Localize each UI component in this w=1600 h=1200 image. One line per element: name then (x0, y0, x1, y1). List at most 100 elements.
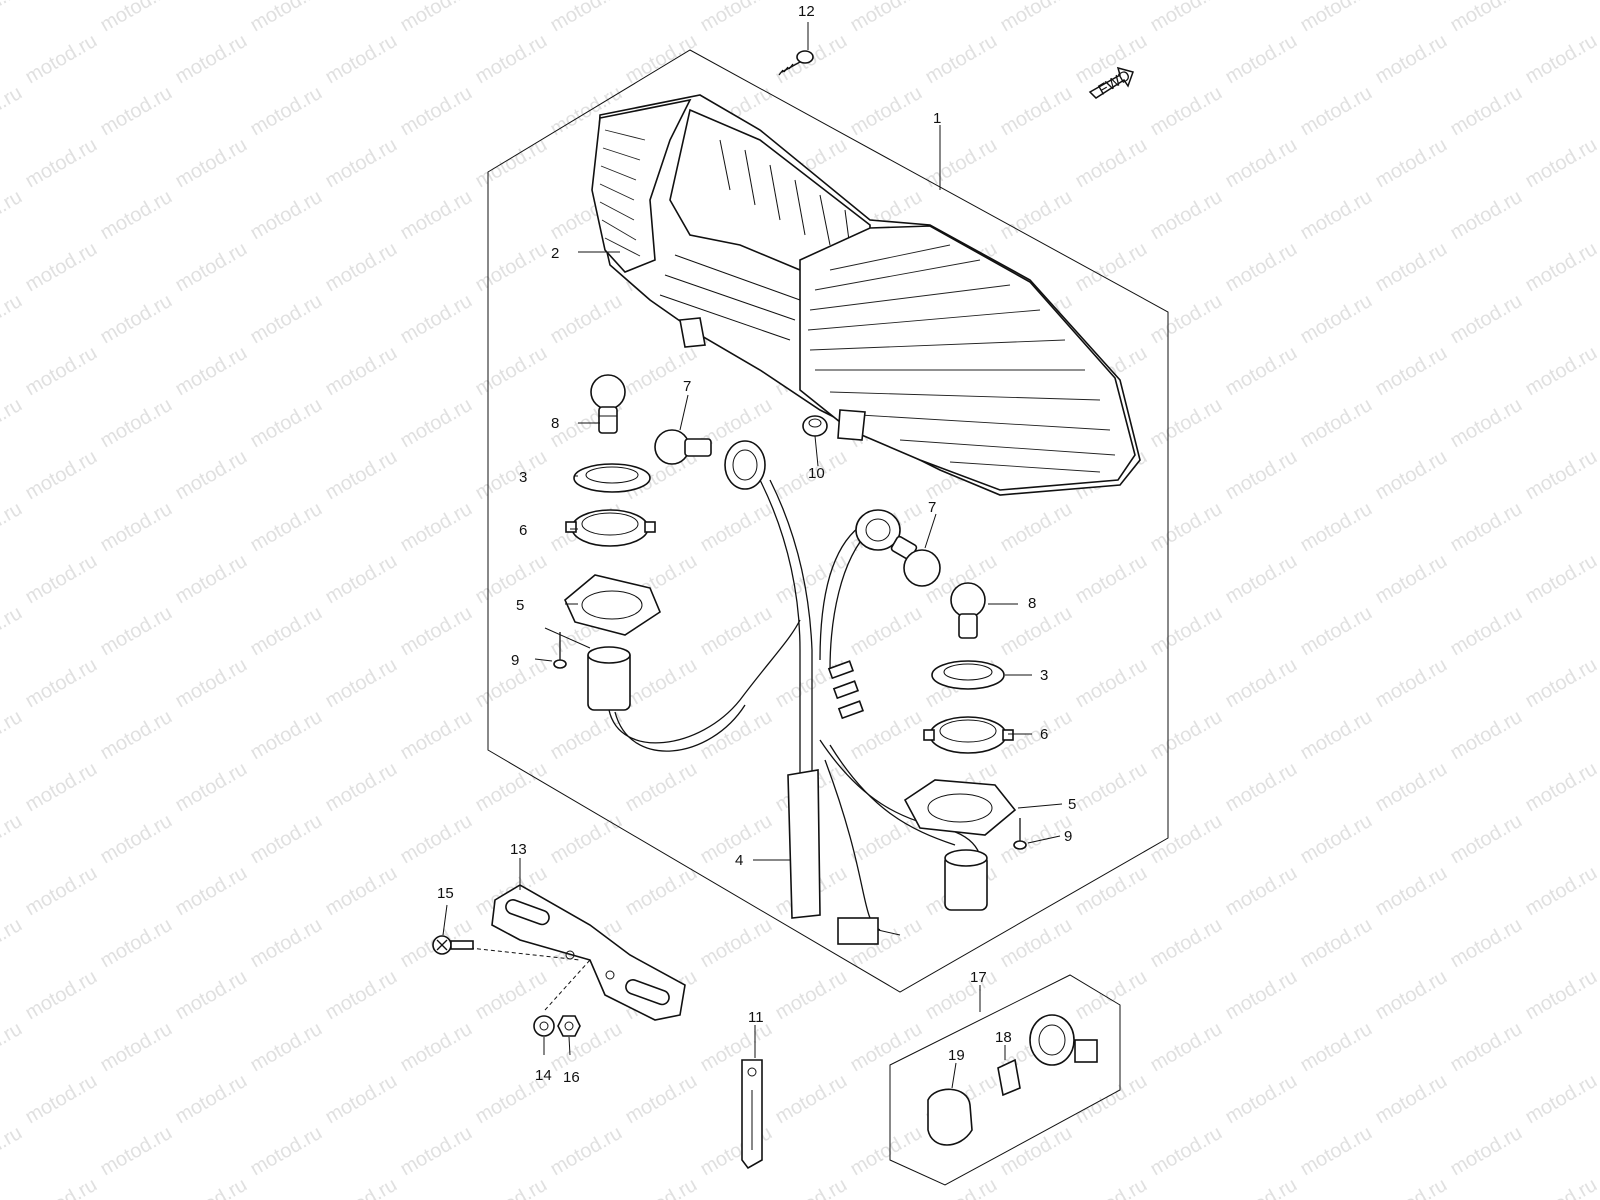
watermark-text: motod.ru (1372, 758, 1451, 817)
watermark-text: motod.ru (472, 30, 551, 89)
watermark-text: motod.ru (1597, 394, 1600, 453)
watermark-text: motod.ru (547, 1122, 626, 1181)
watermark-text: motod.ru (1522, 654, 1600, 713)
watermark-text: motod.ru (22, 966, 101, 1025)
watermark-text: motod.ru (1222, 1070, 1301, 1129)
socket-right-lower (944, 849, 988, 911)
watermark-text: motod.ru (1222, 654, 1301, 713)
watermark-text: motod.ru (397, 394, 476, 453)
watermark-text: motod.ru (1147, 1122, 1226, 1181)
watermark-text: motod.ru (547, 0, 626, 36)
watermark-text: motod.ru (697, 1122, 776, 1181)
watermark-text: motod.ru (0, 810, 26, 869)
watermark-text: motod.ru (622, 30, 701, 89)
watermark-text: motod.ru (1147, 394, 1226, 453)
watermark-text: motod.ru (1522, 862, 1600, 921)
watermark-text: motod.ru (172, 1174, 251, 1200)
watermark-text: motod.ru (172, 30, 251, 89)
watermark-text: motod.ru (772, 966, 851, 1025)
screw-12 (778, 50, 814, 76)
watermark-text: motod.ru (772, 1174, 851, 1200)
watermark-text: motod.ru (322, 862, 401, 921)
watermark-text: motod.ru (22, 446, 101, 505)
watermark-text: motod.ru (1522, 238, 1600, 297)
watermark-text: motod.ru (97, 498, 176, 557)
watermark-text: motod.ru (847, 82, 926, 141)
watermark-text: motod.ru (1522, 1070, 1600, 1129)
watermark-text: motod.ru (1222, 446, 1301, 505)
callout-10: 10 (808, 465, 825, 482)
ring-3-left (573, 463, 651, 493)
watermark-text: motod.ru (97, 0, 176, 36)
watermark-text: motod.ru (397, 290, 476, 349)
callout-6a: 6 (519, 522, 527, 539)
callouts: 1 2 8 7 3 6 5 9 10 7 8 3 6 5 9 4 12 13 1… (437, 3, 1076, 1086)
watermark-text: motod.ru (1447, 498, 1526, 557)
callout-17: 17 (970, 969, 987, 986)
watermark-text: motod.ru (1222, 342, 1301, 401)
watermark-text: motod.ru (1147, 810, 1226, 869)
watermark-text: motod.ru (1147, 1018, 1226, 1077)
watermark-text: motod.ru (1447, 1122, 1526, 1181)
watermark-text: motod.ru (97, 810, 176, 869)
watermark-text: motod.ru (172, 758, 251, 817)
watermark-text: motod.ru (1147, 0, 1226, 36)
watermark-text: motod.ru (22, 758, 101, 817)
callout-5a: 5 (516, 597, 524, 614)
watermark-text: motod.ru (472, 1174, 551, 1200)
watermark-text: motod.ru (247, 290, 326, 349)
watermark-text: motod.ru (97, 706, 176, 765)
watermark-text: motod.ru (97, 186, 176, 245)
watermark-text: motod.ru (472, 550, 551, 609)
watermark-text: motod.ru (772, 550, 851, 609)
watermark-text: motod.ru (1522, 446, 1600, 505)
washer-14 (533, 1015, 555, 1037)
watermark-text: motod.ru (322, 342, 401, 401)
watermark-text: motod.ru (97, 290, 176, 349)
watermark-text: motod.ru (397, 498, 476, 557)
watermark-text: motod.ru (1447, 0, 1526, 36)
watermark-text: motod.ru (22, 342, 101, 401)
watermark-text: motod.ru (1147, 602, 1226, 661)
watermark-text: motod.ru (0, 290, 26, 349)
watermark-text: motod.ru (1297, 602, 1376, 661)
watermark-text: motod.ru (1297, 706, 1376, 765)
watermark-text: motod.ru (1447, 1018, 1526, 1077)
watermark-text: motod.ru (97, 602, 176, 661)
watermark-text: motod.ru (847, 810, 926, 869)
watermark-text: motod.ru (1297, 186, 1376, 245)
watermark-text: motod.ru (922, 1174, 1001, 1200)
watermark-text: motod.ru (0, 394, 26, 453)
bulb-7-left (654, 429, 712, 465)
leader-lines (442, 22, 1063, 1089)
watermark-text: motod.ru (697, 0, 776, 36)
watermark-text: motod.ru (547, 290, 626, 349)
watermark-text: motod.ru (1447, 186, 1526, 245)
watermark-text: motod.ru (1147, 914, 1226, 973)
part-11 (741, 1059, 763, 1170)
watermark-text: motod.ru (1522, 758, 1600, 817)
watermark-text: motod.ru (97, 1122, 176, 1181)
watermark-text: motod.ru (922, 30, 1001, 89)
watermark-text: motod.ru (1597, 1018, 1600, 1077)
watermark-text: motod.ru (772, 654, 851, 713)
watermark-text: motod.ru (1597, 290, 1600, 349)
ring-6-left (565, 509, 656, 547)
watermark-text: motod.ru (697, 602, 776, 661)
watermark-text: motod.ru (1072, 654, 1151, 713)
watermark-text: motod.ru (1072, 134, 1151, 193)
socket-left-lower (587, 646, 631, 711)
watermark-text: motod.ru (1072, 1174, 1151, 1200)
watermark-text: motod.ru (322, 550, 401, 609)
watermark-text: motod.ru (1372, 238, 1451, 297)
watermark-text: motod.ru (397, 186, 476, 245)
socket-right-upper (855, 509, 901, 551)
bulb-7-right (890, 535, 941, 587)
watermark-text: motod.ru (0, 82, 26, 141)
watermark-text: motod.ru (1147, 82, 1226, 141)
watermark-text: motod.ru (322, 30, 401, 89)
watermark-text: motod.ru (1222, 550, 1301, 609)
callout-8b: 8 (1028, 595, 1036, 612)
watermark-text: motod.ru (997, 498, 1076, 557)
